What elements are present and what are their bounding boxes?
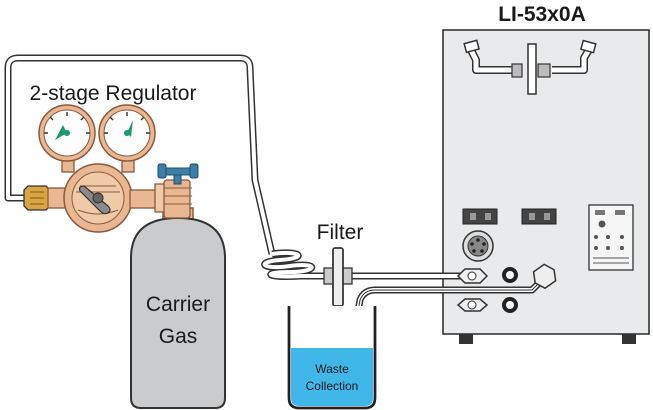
tube-fittings xyxy=(456,263,557,290)
regulator-label: 2-stage Regulator xyxy=(30,82,197,105)
internal-plumbing xyxy=(463,39,597,95)
filter: Filter xyxy=(317,221,364,307)
instrument-foot-left xyxy=(459,334,473,344)
gas-cylinder: Carrier Gas xyxy=(130,207,226,409)
instrument-title: LI-53x0A xyxy=(498,3,586,26)
rear-panel-connectors xyxy=(462,204,634,271)
instrument-foot-right xyxy=(622,334,636,344)
tubing xyxy=(4,54,549,346)
regulator: 2-stage Regulator xyxy=(23,82,199,233)
gas-ports xyxy=(456,267,518,313)
low-pressure-gauge xyxy=(38,104,96,162)
waste-container: Waste Collection xyxy=(287,306,377,410)
cylinder-label-line1: Carrier xyxy=(146,293,210,316)
waste-label-line2: Collection xyxy=(306,379,359,393)
cylinder-valve xyxy=(157,163,199,205)
waste-label-line1: Waste xyxy=(315,362,349,376)
filter-label: Filter xyxy=(317,221,364,244)
high-pressure-gauge xyxy=(98,104,156,162)
cylinder-label-line2: Gas xyxy=(159,325,198,348)
